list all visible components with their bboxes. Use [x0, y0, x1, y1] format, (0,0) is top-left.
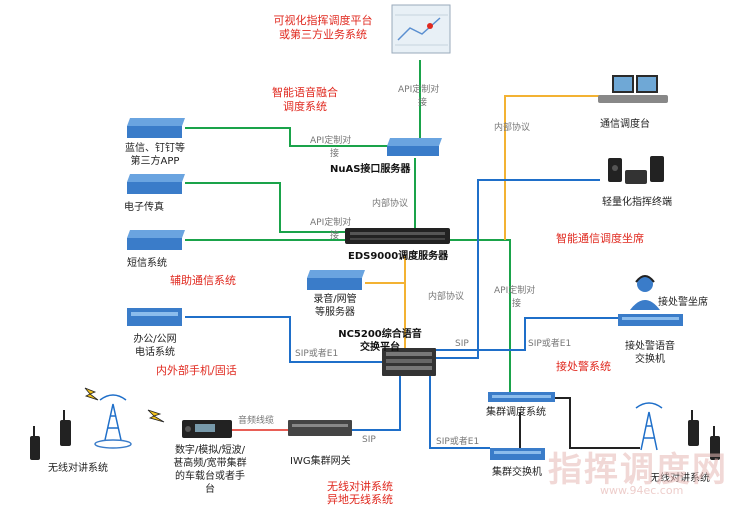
- sip-e1-right-label: SIP或者E1: [528, 339, 572, 349]
- api-label-2b: 接: [330, 149, 340, 159]
- trunk-switch-label: 集群交换机: [492, 467, 542, 478]
- office-label-line2: 电话系统: [135, 347, 175, 358]
- link-app-nuas: [185, 127, 390, 147]
- police-seat-label: 接处警坐席: [658, 297, 708, 308]
- link-nc-trunkswitch: [429, 375, 490, 449]
- trunk-switch-box: [490, 448, 545, 460]
- radio-label-line4: 台: [205, 484, 215, 495]
- server-box-nuas: [387, 138, 442, 156]
- sip-e1-left-label: SIP或者E1: [295, 349, 339, 359]
- mobile-radio-device: [182, 420, 232, 438]
- internal-protocol-2: 内部协议: [372, 199, 409, 209]
- wireless-right-label: 无线对讲系统: [650, 473, 710, 484]
- radio-label-line1: 数字/模拟/短波/: [174, 445, 246, 456]
- aux-system-label: 辅助通信系统: [170, 274, 236, 287]
- sip-e1-bottom-label: SIP或者E1: [436, 437, 480, 447]
- api-label-4b: 接: [512, 299, 522, 309]
- radio-label-line2: 甚高频/宽带集群: [173, 458, 247, 469]
- link-console: [504, 95, 600, 240]
- link-office-nc: [185, 316, 382, 363]
- nc5200-chassis: [382, 348, 436, 376]
- office-label-line1: 办公/公网: [133, 334, 177, 345]
- police-switch-line2: 交换机: [635, 354, 665, 365]
- light-terminal-label: 轻量化指挥终端: [602, 197, 672, 208]
- server-box-fax: [127, 174, 185, 194]
- link-terminal: [436, 179, 600, 359]
- radio-tower-right-icon: [635, 402, 663, 451]
- radio-label-line3: 的车载台或者手: [175, 471, 245, 482]
- sip-label-2: SIP: [362, 435, 376, 445]
- watermark-url: www.94ec.com: [600, 484, 684, 497]
- radio-tower-left-icon: [94, 394, 132, 449]
- eds-label: EDS9000调度服务器: [348, 251, 449, 262]
- link-police-nc: [436, 317, 618, 351]
- server-box-eds: [345, 228, 450, 244]
- platform-title-line2: 或第三方业务系统: [279, 28, 367, 41]
- lightning-icon: [84, 387, 165, 423]
- iwg-label: IWG集群网关: [290, 456, 351, 467]
- internal-protocol-1: 内部协议: [494, 123, 531, 133]
- server-box-record: [307, 270, 365, 290]
- server-box-office: [127, 308, 182, 326]
- link-nc-iwg: [352, 375, 401, 431]
- platform-title-line1: 可视化指挥调度平台: [273, 14, 373, 27]
- api-label-1b: 接: [418, 98, 428, 108]
- fax-label: 电子传真: [124, 202, 164, 213]
- server-box-app: [127, 118, 185, 138]
- link-trunk-right: [555, 397, 640, 449]
- watermark-text: 指挥调度网: [548, 450, 728, 490]
- light-terminal-device: [608, 156, 664, 184]
- api-label-3b: 接: [330, 231, 340, 241]
- police-switch-line1: 接处警语音: [625, 341, 675, 352]
- internal-protocol-3: 内部协议: [428, 292, 465, 302]
- api-label-3: API定制对: [310, 218, 352, 228]
- server-box-sms: [127, 230, 185, 250]
- nuas-label: NuAS接口服务器: [330, 164, 411, 175]
- nc5200-label-line2: 交换平台: [360, 342, 400, 353]
- walkie-talkie-left-icon: [30, 410, 71, 460]
- walkie-talkie-right-icon: [688, 410, 720, 460]
- api-label-1: API定制对: [398, 85, 440, 95]
- smart-console-label: 智能通信调度坐席: [556, 232, 644, 245]
- link-fax-eds: [185, 182, 345, 233]
- app-label-line2: 第三方APP: [130, 156, 180, 167]
- voice-fusion-line1: 智能语音融合: [272, 86, 338, 99]
- police-system-label: 接处警系统: [556, 360, 611, 373]
- record-label-line2: 等服务器: [315, 307, 355, 318]
- iwg-gateway-box: [288, 420, 352, 436]
- sms-label: 短信系统: [127, 258, 167, 269]
- wireless-sys-line2: 异地无线系统: [327, 493, 393, 506]
- voice-fusion-line2: 调度系统: [283, 100, 327, 113]
- audio-cable-label: 音频线缆: [238, 416, 275, 426]
- app-label-line1: 蓝信、钉钉等: [125, 143, 185, 154]
- comm-console-label: 通信调度台: [600, 119, 650, 130]
- wireless-left-label: 无线对讲系统: [48, 463, 108, 474]
- nc5200-label-line1: NC5200综合语音: [338, 329, 422, 340]
- phone-system-label: 内外部手机/固话: [156, 364, 237, 377]
- wireless-sys-line1: 无线对讲系统: [327, 480, 393, 493]
- trunk-dispatch-label: 集群调度系统: [486, 407, 546, 418]
- police-switch-box: [618, 314, 683, 326]
- api-label-4: API定制对: [494, 286, 536, 296]
- map-platform-thumbnail: [391, 4, 451, 54]
- link-eds-trunk: [450, 239, 511, 392]
- sip-label-1: SIP: [455, 339, 469, 349]
- console-monitors: [598, 75, 668, 103]
- api-label-2: API定制对: [310, 136, 352, 146]
- record-label-line1: 录音/网管: [313, 294, 357, 305]
- trunk-dispatch-box: [488, 392, 555, 402]
- police-operator-icon: [630, 275, 660, 310]
